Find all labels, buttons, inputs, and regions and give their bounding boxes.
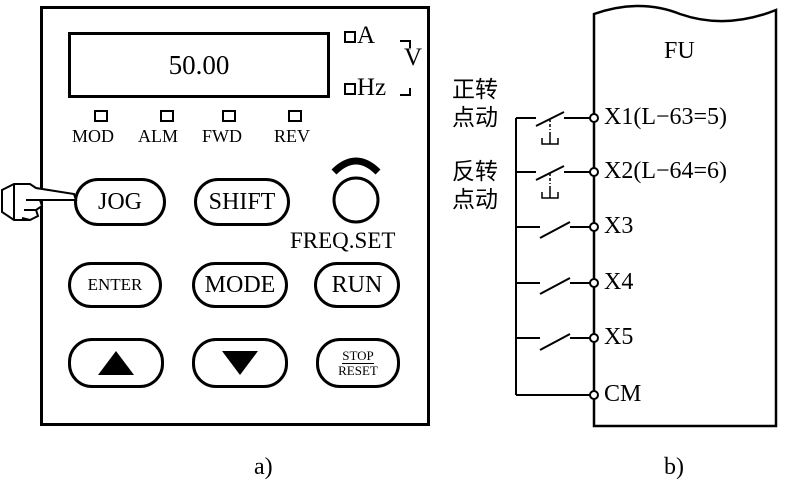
reverse-jog-label: 反转 点动 <box>452 158 498 214</box>
unit-v-bracket <box>400 40 411 96</box>
terminal-cm: CM <box>604 381 642 407</box>
stop-label: STOP <box>342 347 374 364</box>
jog-button[interactable]: JOG <box>74 178 166 226</box>
led-label-alm: ALM <box>138 126 178 146</box>
led-mod <box>94 110 108 122</box>
reset-label: RESET <box>338 362 378 378</box>
led-label-fwd: FWD <box>202 126 242 146</box>
forward-jog-line2: 点动 <box>452 105 498 130</box>
down-arrow-icon <box>222 351 258 375</box>
terminal-x2: X2(L−64=6) <box>604 158 728 184</box>
up-arrow-icon <box>98 351 134 375</box>
unit-a-indicator: A <box>344 22 375 50</box>
terminal-x1: X1(L−63=5) <box>604 104 728 130</box>
mode-button[interactable]: MODE <box>192 262 288 308</box>
terminal-x3: X3 <box>604 213 634 239</box>
terminal-x4: X4 <box>604 269 634 295</box>
unit-hz-label: Hz <box>357 74 387 101</box>
led-label-mod: MOD <box>72 126 115 146</box>
unit-hz-indicator: Hz <box>344 74 386 102</box>
run-button[interactable]: RUN <box>314 262 400 308</box>
freq-knob[interactable] <box>326 150 386 234</box>
unit-a-led <box>344 31 356 44</box>
terminal-x5: X5 <box>604 324 634 350</box>
enter-button[interactable]: ENTER <box>68 262 162 308</box>
pointing-hand-icon <box>0 183 78 221</box>
display-value: 50.00 <box>168 49 230 80</box>
up-button[interactable] <box>68 338 164 388</box>
forward-jog-label: 正转 点动 <box>452 76 498 132</box>
led-rev <box>288 110 302 122</box>
operator-panel <box>40 6 430 426</box>
led-alm <box>160 110 174 122</box>
led-label-rev: REV <box>274 126 310 146</box>
unit-v-label: V <box>404 44 423 71</box>
reverse-jog-line1: 反转 <box>452 159 498 184</box>
unit-a-label: A <box>357 22 376 49</box>
reverse-jog-line2: 点动 <box>452 187 498 212</box>
wiring-diagram <box>515 4 778 428</box>
unit-hz-led <box>344 83 356 96</box>
led-fwd <box>222 110 236 122</box>
forward-jog-line1: 正转 <box>452 77 498 102</box>
caption-b: b) <box>664 454 684 480</box>
knob-label: FREQ.SET <box>290 228 396 253</box>
stop-reset-button[interactable]: STOP RESET <box>316 338 400 388</box>
caption-a: a) <box>254 454 273 480</box>
lcd-display: 50.00 <box>68 32 330 98</box>
down-button[interactable] <box>192 338 288 388</box>
shift-button[interactable]: SHIFT <box>194 178 290 226</box>
device-label: FU <box>664 38 695 64</box>
